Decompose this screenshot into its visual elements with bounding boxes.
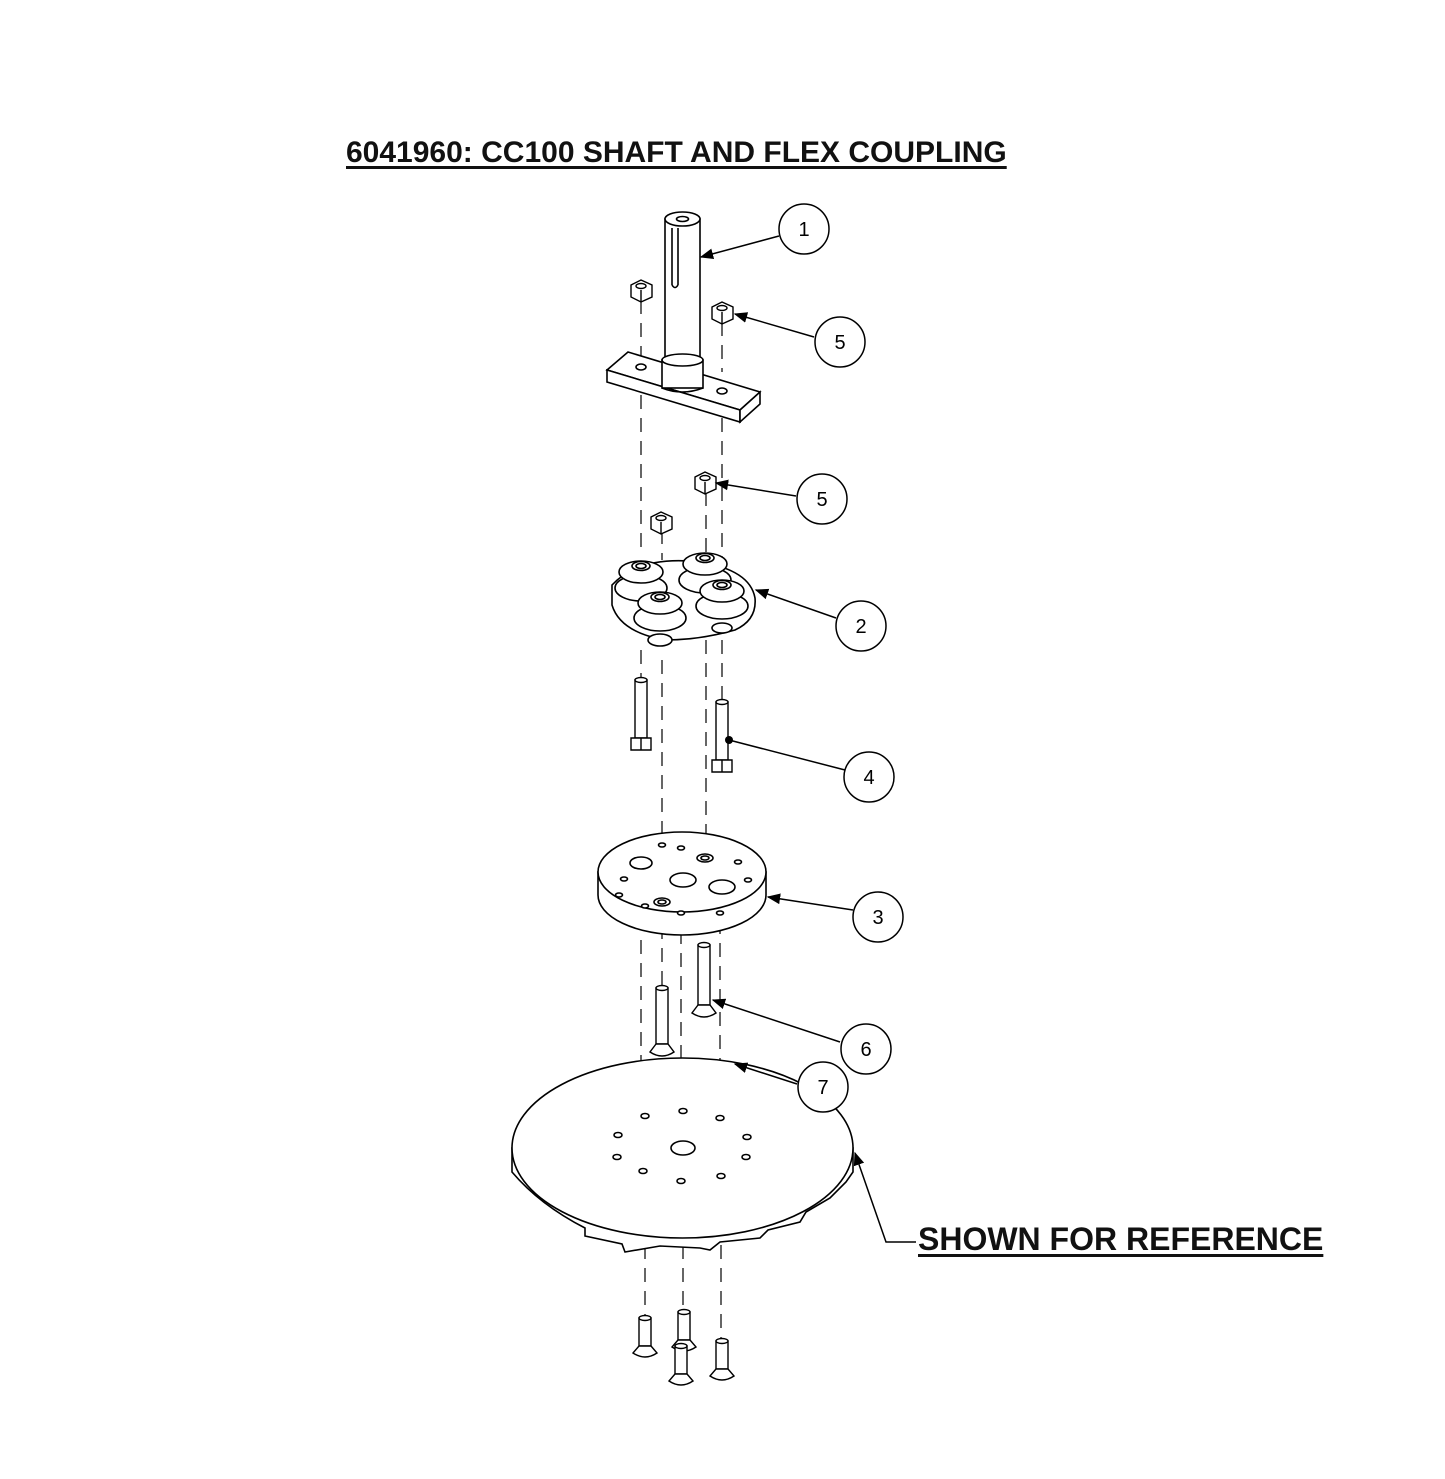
callout-3: 3 <box>852 891 904 943</box>
reference-disk <box>511 1057 854 1253</box>
svg-text:7: 7 <box>817 1077 828 1099</box>
hex-nut-middle-right <box>694 471 717 495</box>
leader-dot <box>725 736 733 744</box>
shaft-assembly <box>605 211 762 424</box>
bottom-screw-3 <box>667 1342 695 1386</box>
svg-text:3: 3 <box>872 907 883 929</box>
coupling-bushing-1 <box>614 560 668 602</box>
svg-text:4: 4 <box>863 767 874 789</box>
flat-head-screw-right <box>690 941 718 1018</box>
bottom-screw-4 <box>708 1337 736 1381</box>
callout-1: 1 <box>778 203 830 255</box>
bottom-screw-1 <box>631 1314 659 1358</box>
callout-4: 4 <box>843 751 895 803</box>
svg-text:6: 6 <box>860 1039 871 1061</box>
drawing-title: 6041960: CC100 SHAFT AND FLEX COUPLING <box>346 136 1007 169</box>
reference-note: SHOWN FOR REFERENCE <box>918 1221 1324 1257</box>
hex-bolt-left <box>630 676 652 751</box>
callout-2: 2 <box>835 600 887 652</box>
callout-7: 7 <box>797 1061 849 1113</box>
coupling-bushing-3 <box>695 579 749 620</box>
adapter-plate <box>597 831 767 936</box>
hex-nut-upper-left <box>630 279 653 303</box>
hex-nut-upper-right <box>711 301 734 325</box>
hex-bolt-right <box>711 698 733 773</box>
flex-coupling <box>611 552 756 647</box>
callout-5-lower: 5 <box>796 473 848 525</box>
coupling-bushing-4 <box>633 591 687 632</box>
svg-text:1: 1 <box>798 219 809 241</box>
callout-6: 6 <box>840 1023 892 1075</box>
callout-5-upper: 5 <box>814 316 866 368</box>
leader-lines <box>699 235 916 1243</box>
svg-text:2: 2 <box>855 616 866 638</box>
flat-head-screw-left <box>648 984 676 1057</box>
hex-nut-middle-left <box>650 511 673 535</box>
shaft-body <box>664 218 701 370</box>
svg-text:5: 5 <box>834 332 845 354</box>
svg-text:5: 5 <box>816 489 827 511</box>
